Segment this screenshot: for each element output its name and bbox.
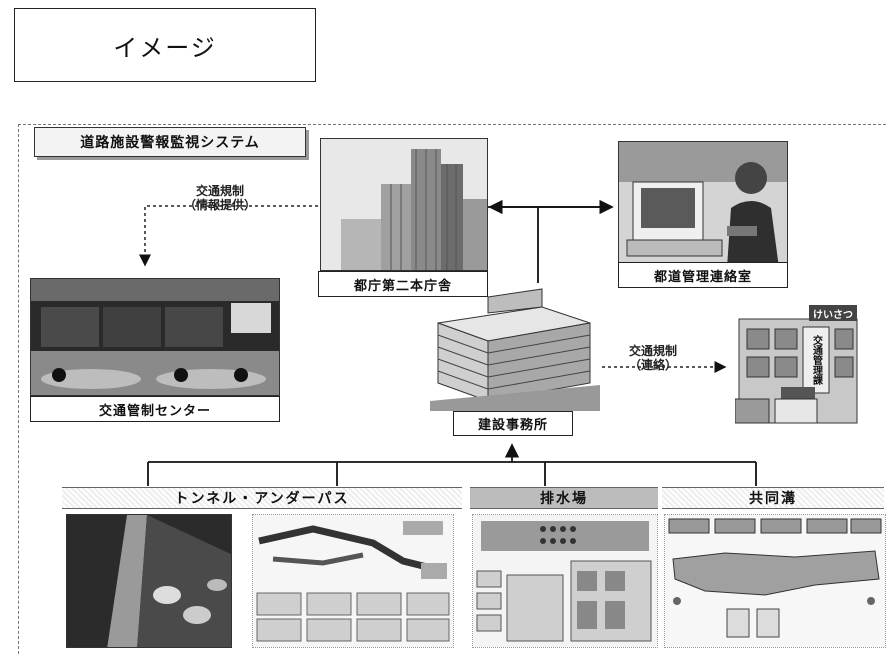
common-duct-diagram — [664, 514, 886, 648]
tocho-image — [320, 138, 488, 271]
system-frame — [18, 124, 886, 654]
police-flow-label: 交通規制 （連絡） — [628, 344, 677, 372]
tunnel-camera-image — [66, 514, 232, 648]
info-flow-label: 交通規制 （情報提供） — [183, 184, 256, 212]
traffic-center-image — [30, 278, 280, 396]
system-label-text: 道路施設警報監視システム — [80, 135, 260, 151]
page-title: イメージ — [113, 33, 217, 62]
tunnel-header: トンネル・アンダーパス — [62, 487, 462, 509]
pump-header: 排水場 — [470, 487, 658, 509]
police-building-text: 交通管理課 — [810, 335, 822, 385]
police-sign: けいさつ — [813, 309, 853, 321]
info-flow-line — [139, 205, 318, 267]
pump-station-diagram — [472, 514, 658, 648]
traffic-center-caption: 交通管制センター — [30, 396, 280, 422]
common-duct-header: 共同溝 — [662, 487, 884, 509]
construction-office-image — [430, 283, 600, 411]
title-box: イメージ — [14, 8, 316, 82]
tocho-caption: 都庁第二本庁舎 — [318, 271, 488, 297]
road-office-image — [618, 141, 788, 267]
construction-office-caption: 建設事務所 — [453, 411, 573, 436]
tunnel-monitor-diagram — [252, 514, 454, 648]
road-office-caption: 都道管理連絡室 — [618, 262, 788, 288]
police-station-image: けいさつ 交通管理課 — [734, 303, 865, 427]
system-label: 道路施設警報監視システム — [34, 127, 306, 157]
